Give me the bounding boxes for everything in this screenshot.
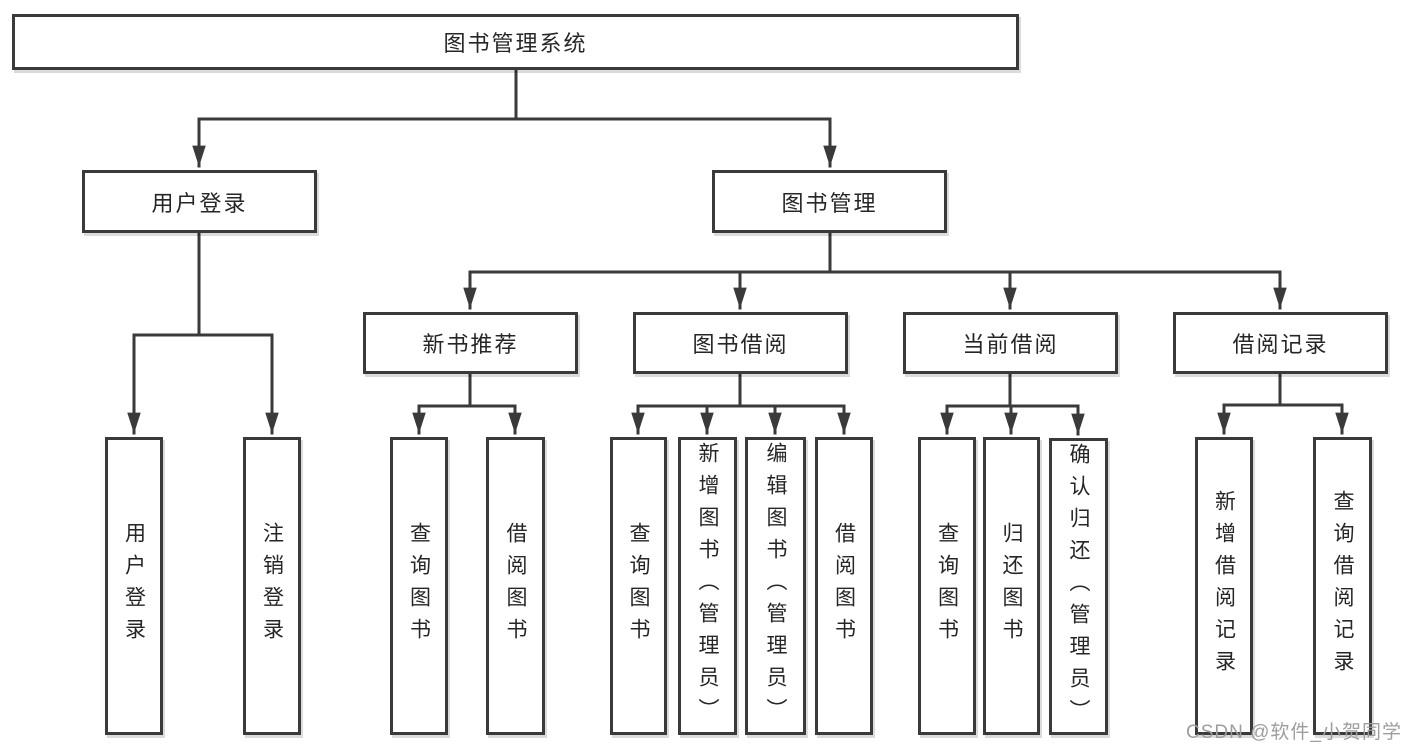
node-label-leaf-user-login: 用户登录 (122, 522, 146, 650)
node-label-borrow-records: 借阅记录 (1232, 332, 1329, 357)
node-leaf-br-query-record: 查询借阅记录 (1313, 437, 1372, 735)
node-label-book-borrow: 图书借阅 (692, 332, 789, 357)
node-leaf-bb-borrow-book: 借阅图书 (815, 437, 873, 735)
node-new-book-recommend: 新书推荐 (363, 312, 578, 374)
node-book-borrow: 图书借阅 (633, 312, 848, 374)
node-leaf-nb-borrow-book: 借阅图书 (486, 437, 545, 735)
node-label-leaf-logout: 注销登录 (260, 522, 284, 650)
node-label-leaf-bb-edit-book: 编辑图书（管理员） (764, 442, 787, 730)
node-leaf-bb-query-book: 查询图书 (610, 437, 667, 735)
node-label-leaf-br-query-record: 查询借阅记录 (1331, 490, 1354, 682)
node-leaf-br-add-record: 新增借阅记录 (1195, 437, 1253, 735)
node-label-root: 图书管理系统 (443, 31, 588, 56)
node-label-leaf-bb-add-book: 新增图书（管理员） (696, 442, 719, 730)
node-current-borrow: 当前借阅 (903, 312, 1118, 374)
node-label-leaf-cb-confirm-return: 确认归还（管理员） (1067, 442, 1090, 731)
node-leaf-cb-query-book: 查询图书 (918, 437, 976, 735)
node-leaf-nb-query-book: 查询图书 (390, 437, 448, 735)
node-borrow-records: 借阅记录 (1173, 312, 1388, 374)
node-leaf-user-login: 用户登录 (105, 437, 163, 735)
node-label-leaf-nb-borrow-book: 借阅图书 (504, 522, 527, 650)
node-leaf-bb-add-book: 新增图书（管理员） (678, 437, 737, 735)
node-label-current-borrow: 当前借阅 (962, 332, 1059, 357)
node-book-management: 图书管理 (712, 170, 947, 233)
node-label-new-book-recommend: 新书推荐 (422, 332, 519, 357)
node-root: 图书管理系统 (12, 14, 1019, 70)
node-label-leaf-cb-return-book: 归还图书 (1000, 522, 1023, 650)
csdn-watermark: CSDN @软件_小贺同学 (1186, 722, 1402, 743)
node-leaf-cb-confirm-return: 确认归还（管理员） (1049, 438, 1108, 735)
node-label-user-login: 用户登录 (151, 190, 248, 216)
node-leaf-cb-return-book: 归还图书 (983, 437, 1040, 735)
node-label-leaf-cb-query-book: 查询图书 (935, 522, 959, 650)
node-label-leaf-bb-borrow-book: 借阅图书 (832, 522, 856, 650)
node-label-leaf-nb-query-book: 查询图书 (407, 522, 431, 650)
node-label-leaf-bb-query-book: 查询图书 (627, 522, 650, 650)
node-leaf-bb-edit-book: 编辑图书（管理员） (745, 437, 806, 735)
node-label-book-management: 图书管理 (781, 190, 878, 216)
node-label-leaf-br-add-record: 新增借阅记录 (1212, 490, 1236, 682)
node-leaf-logout: 注销登录 (243, 437, 301, 735)
node-user-login: 用户登录 (82, 170, 317, 233)
